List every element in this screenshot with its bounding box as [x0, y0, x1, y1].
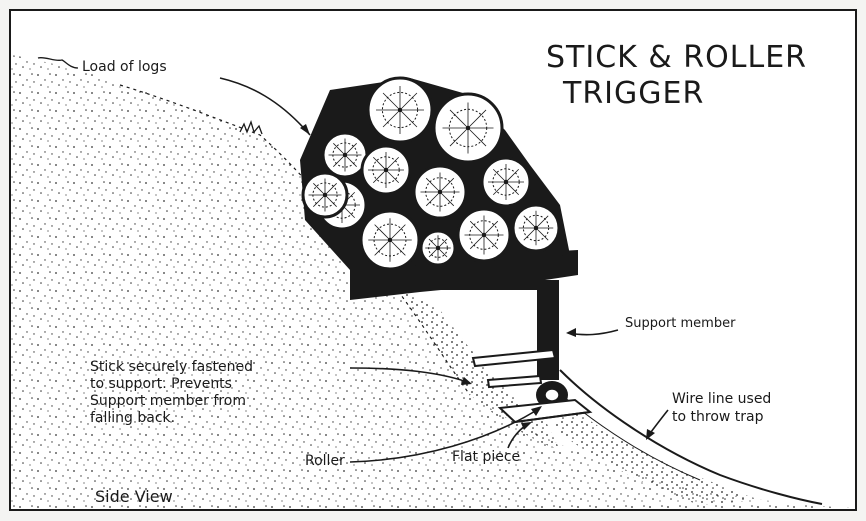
- label-stick-line1: Stick securely fastened: [90, 358, 253, 376]
- label-flat-piece: Flat piece: [452, 448, 520, 466]
- log-core: [388, 238, 392, 242]
- platform-crossbar: [418, 278, 543, 290]
- label-support-member: Support member: [625, 315, 735, 333]
- label-side-view: Side View: [95, 488, 173, 506]
- label-stick-line3: Support member from: [90, 392, 246, 410]
- label-wire-line2: to throw trap: [672, 408, 764, 426]
- log-core: [534, 226, 538, 230]
- log-core: [343, 153, 347, 157]
- log-core: [438, 190, 442, 194]
- roller-end: [545, 389, 559, 401]
- diagram-title-line2: TRIGGER: [563, 76, 704, 111]
- log-core: [436, 246, 440, 250]
- label-roller: Roller: [305, 452, 345, 470]
- label-stick-line2: to support. Prevents: [90, 375, 232, 393]
- log-core: [398, 108, 402, 112]
- log-core: [323, 193, 327, 197]
- log-core: [504, 180, 508, 184]
- log-core: [384, 168, 388, 172]
- log-core: [466, 126, 470, 130]
- log-core: [482, 233, 486, 237]
- diagram-title-line1: STICK & ROLLER: [546, 40, 807, 75]
- support-member: [537, 280, 559, 380]
- label-wire-line1: Wire line used: [672, 390, 771, 408]
- label-stick-line4: falling back.: [90, 409, 175, 427]
- label-load-of-logs: Load of logs: [82, 58, 167, 76]
